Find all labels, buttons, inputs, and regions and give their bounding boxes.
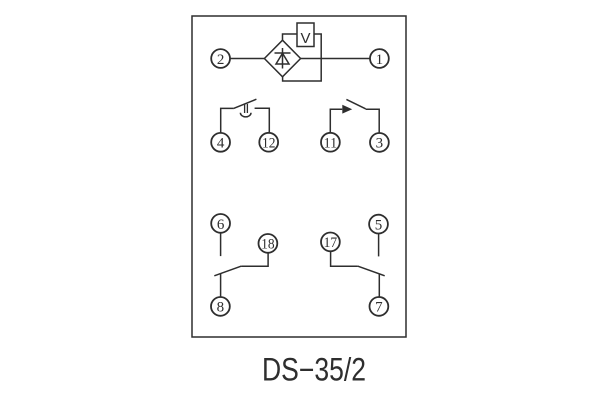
svg-text:2: 2: [217, 52, 225, 68]
svg-text:4: 4: [217, 136, 225, 152]
svg-text:3: 3: [376, 136, 384, 152]
svg-text:7: 7: [375, 300, 383, 316]
svg-text:8: 8: [217, 300, 225, 316]
svg-text:11: 11: [324, 135, 338, 151]
svg-text:17: 17: [324, 235, 338, 251]
svg-text:5: 5: [375, 217, 383, 233]
svg-text:6: 6: [217, 217, 225, 233]
svg-text:1: 1: [376, 52, 384, 68]
svg-text:12: 12: [262, 135, 276, 151]
svg-text:V: V: [300, 30, 310, 47]
svg-text:18: 18: [261, 237, 275, 253]
svg-text:DS−35/2: DS−35/2: [262, 352, 366, 388]
